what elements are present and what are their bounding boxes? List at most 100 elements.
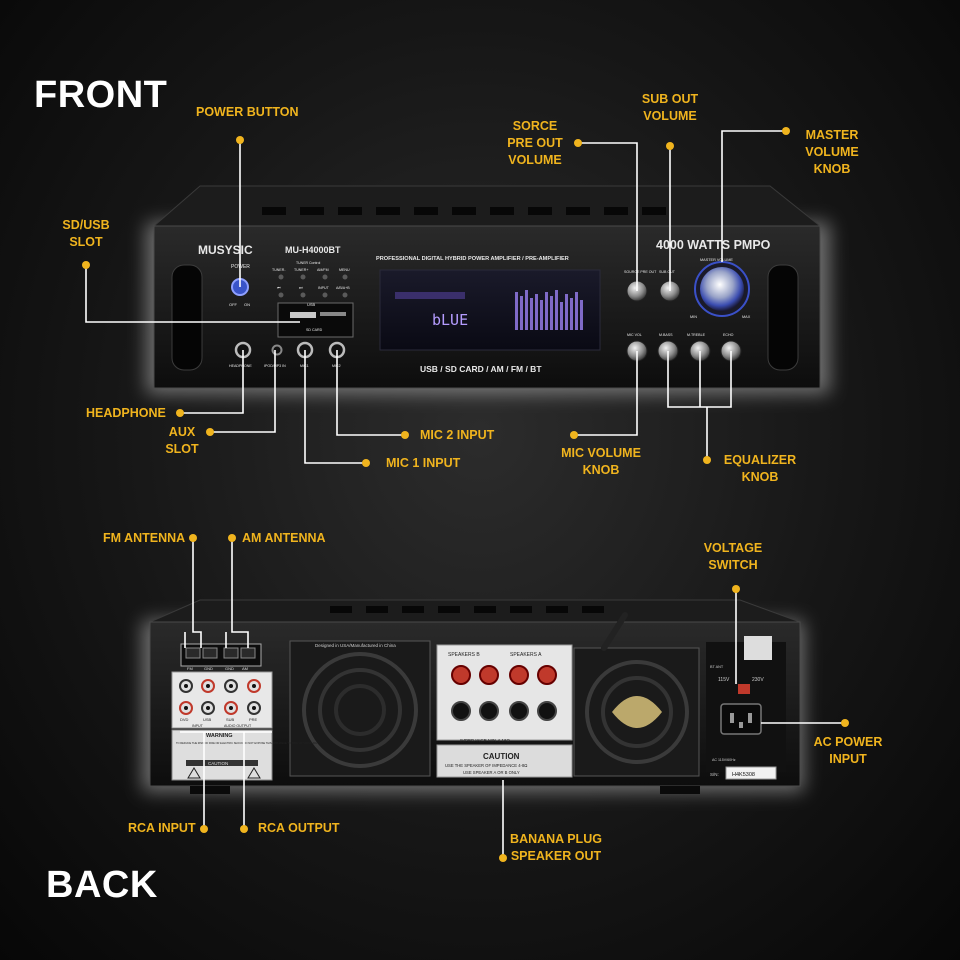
origin-text: Designed in USA/Manufactured in China [315, 643, 396, 648]
lcd-display [379, 269, 601, 351]
bluetooth-antenna [601, 612, 628, 651]
back-unit [142, 599, 804, 794]
sd-card-label: SD CARD [306, 328, 323, 332]
speaker-caution-line: USE SPEAKER A OR B ONLY [463, 770, 520, 775]
banana-plug-terminals[interactable] [451, 665, 557, 721]
callout-banana-plug-speaker-out: BANANA PLUG SPEAKER OUT [510, 832, 602, 863]
front-unit [146, 185, 830, 394]
min-label: MIN [690, 315, 697, 319]
antenna-label: GND [225, 666, 234, 671]
am-antenna-terminal[interactable] [240, 647, 256, 659]
spectrum-bars [515, 290, 583, 330]
callout-sub-out-volume: SUB OUT VOLUME [641, 92, 699, 123]
bt-ant-label: BT ANT [710, 665, 724, 669]
tuner-button-label: ⏮ [277, 285, 281, 290]
serial-prefix: S/N: [710, 772, 719, 777]
voltage-115-label: 115V [718, 677, 730, 683]
sd-card-port[interactable] [320, 312, 346, 316]
sources-text: USB / SD CARD / AM / FM / BT [420, 364, 542, 374]
callout-power-button: POWER BUTTON [196, 105, 299, 119]
warning-triangle-icon [247, 767, 261, 779]
right-handle [767, 264, 799, 371]
callout-lines [85, 130, 845, 858]
warning-title: WARNING [206, 733, 233, 739]
knob-label: MASTER VOLUME [700, 258, 733, 262]
front-heading: FRONT [34, 74, 168, 116]
top-cover [152, 185, 822, 227]
tuner-button-label: A/B/A+B [336, 286, 350, 290]
speaker-caution-label [436, 744, 573, 778]
callout-fm-antenna: FM ANTENNA [103, 531, 186, 545]
ac-rating-label: AC 115V/60Hz [712, 758, 736, 762]
callout-mic1-input: MIC 1 INPUT [386, 456, 461, 470]
brand-logo: MUSYSIC [198, 243, 253, 257]
warning-triangle-icon [187, 767, 201, 779]
knob-label: SUB OUT [659, 270, 676, 274]
rca-label: PRE [249, 717, 258, 722]
callout-aux-slot: AUX SLOT [165, 425, 199, 456]
callout-rca-output: RCA OUTPUT [258, 821, 340, 835]
power-off-label: OFF [229, 302, 238, 307]
speaker-caution-line: USE THE SPEAKER OF IMPEDANCE 4-8Ω [445, 763, 527, 768]
tuner-button-label: MENU [339, 268, 350, 272]
jack-label: HEADPHONE [229, 364, 252, 368]
rca-label: USB [203, 717, 212, 722]
knob-label: M.BASS [659, 333, 673, 337]
tuner-button-label: INPUT [318, 286, 330, 290]
knob-label: M.TREBLE [687, 333, 706, 337]
warning-caution: CAUTION [208, 761, 228, 766]
callout-mic2-input: MIC 2 INPUT [420, 428, 495, 442]
antenna-label: GND [204, 666, 213, 671]
knob-label: SOURCE PRE OUT [624, 270, 657, 274]
knob-label: MIC VOL [627, 333, 642, 337]
serial-number-sticker [725, 766, 777, 780]
knob-label: ECHO [723, 333, 734, 337]
callout-headphone: HEADPHONE [86, 406, 166, 420]
aux-jack[interactable] [271, 344, 283, 356]
antenna-label: AM [242, 666, 248, 671]
speaker-terminal-panel [436, 644, 573, 741]
rca-label: SUB [226, 717, 235, 722]
back-heading: BACK [46, 864, 158, 906]
sd-usb-slot[interactable] [277, 302, 354, 338]
max-label: MAX [742, 315, 751, 319]
warning-label [171, 729, 273, 781]
front-subtitle: PROFESSIONAL DIGITAL HYBRID POWER AMPLIF… [376, 256, 569, 262]
callout-master-volume-knob: MASTER VOLUME KNOB [805, 128, 859, 176]
voltage-switch[interactable] [738, 684, 750, 694]
callout-mic-volume-knob: MIC VOLUME KNOB [561, 446, 641, 477]
left-fan-vent [289, 640, 431, 777]
usb-port[interactable] [290, 312, 316, 318]
callout-am-antenna: AM ANTENNA [242, 531, 326, 545]
callout-sd-usb-slot: SD/USB SLOT [62, 218, 110, 249]
model-number: MU-H4000BT [285, 245, 341, 255]
speakers-b-label: SPEAKERS B [448, 652, 480, 658]
tuner-button-label: TUNER+ [294, 268, 308, 272]
brand-badge [744, 636, 772, 660]
rca-label: DVD [180, 717, 189, 722]
input-section-label: INPUT [192, 724, 204, 728]
top-vents [262, 207, 666, 215]
left-handle [171, 264, 203, 371]
serial-number: H4K5308 [732, 772, 755, 778]
fm-antenna-terminal[interactable] [185, 647, 201, 659]
rca-jacks[interactable] [179, 679, 261, 715]
tuner-button-label: TUNER- [272, 268, 286, 272]
callout-equalizer-knob: EQUALIZER KNOB [723, 453, 797, 484]
tuner-button-label: ⏭ [299, 285, 303, 290]
power-on-label: ON [244, 302, 250, 307]
master-volume-knob[interactable] [700, 267, 744, 311]
antenna-label: FM [187, 666, 193, 671]
callout-ac-power-input: AC POWER INPUT [813, 735, 883, 766]
tuner-button-grid [278, 274, 348, 298]
power-rating: 4000 WATTS PMPO [656, 238, 771, 252]
warning-text: TO REDUCE THE RISK OF FIRE OR ELECTRIC S… [176, 741, 317, 745]
callout-dots [82, 127, 849, 862]
tuner-button-label: AM/FM [317, 268, 329, 272]
callout-rca-input: RCA INPUT [128, 821, 196, 835]
callout-source-pre-out-volume: SORCE PRE OUT VOLUME [507, 119, 563, 167]
speaker-caution-title: CAUTION [483, 752, 520, 761]
ac-power-socket[interactable] [720, 703, 762, 735]
impedance-label: IMPEDANCE MIN 4-16Ω [460, 738, 511, 743]
